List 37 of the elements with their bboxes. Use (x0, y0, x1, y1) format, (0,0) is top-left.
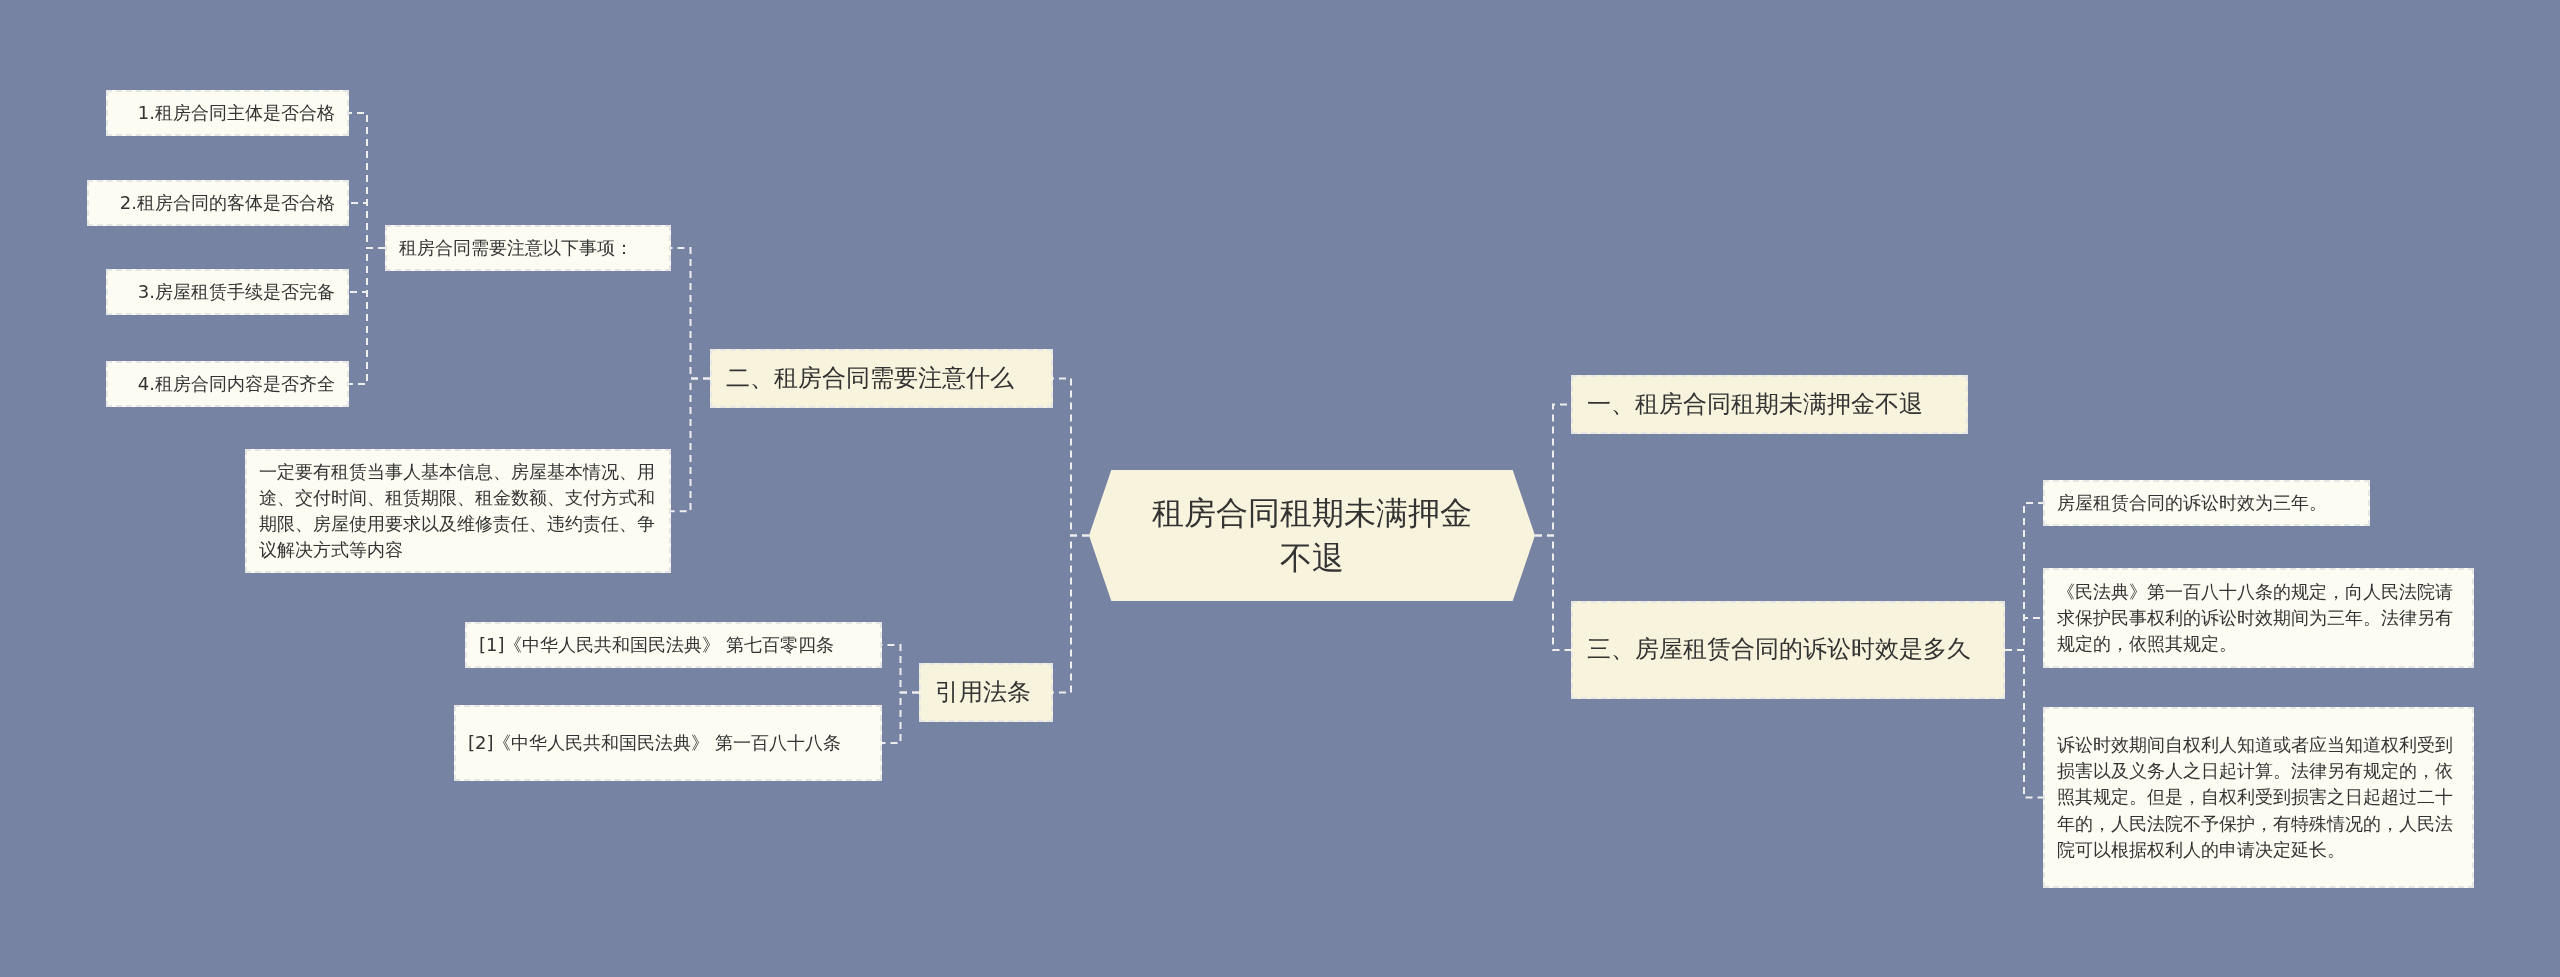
branch-box (919, 663, 1053, 722)
note-box (245, 449, 671, 574)
connector-line (2004, 649, 2044, 799)
branch-text: 二、租房合同需要注意什么 (726, 362, 1014, 394)
connector-line (670, 377, 711, 513)
connector-line (348, 247, 386, 386)
branch-box (710, 349, 1053, 408)
branch-text: 三、房屋租赁合同的诉讼时效是多久 (1587, 634, 1971, 666)
branch-box (1571, 375, 1968, 434)
note-box (106, 269, 349, 316)
topic-title: 租房合同租期未满押金不退 (1151, 492, 1473, 579)
branch-box (1571, 601, 2005, 699)
connector-line (1534, 534, 1572, 651)
note-box (454, 705, 882, 781)
note-box (385, 225, 671, 272)
note-box (465, 622, 882, 669)
note-text: 一定要有租赁当事人基本信息、房屋基本情况、用途、交付时间、租赁期限、租金数额、支付方式和期限、房屋使用要求以及维修责任、违约责任、争议解决方式等内容 (259, 460, 656, 563)
note-box (87, 180, 349, 227)
note-text: 租房合同需要注意以下事项： (399, 236, 633, 260)
note-text: 诉讼时效期间自权利人知道或者应当知道权利受到损害以及义务人之日起计算。法律另有规定的，依照其规定。但是，自权利受到损害之日起超过二十年的，人民法院不予保护，有特殊情况的，人民法院可以根据权利人的申请决定延长。 (2057, 733, 2454, 862)
note-box (106, 90, 349, 137)
connector-line (881, 691, 920, 744)
note-text: [2]《中华人民共和国民法典》 第一百八十八条 (468, 730, 842, 755)
note-box (2043, 568, 2474, 668)
branch-text: 一、租房合同租期未满押金不退 (1587, 388, 1923, 420)
note-text: 4.租房合同内容是否齐全 (137, 372, 335, 396)
note-box (2043, 480, 2370, 527)
note-text: 2.租房合同的客体是否合格 (119, 191, 335, 215)
topic-hexagon (1089, 470, 1535, 601)
note-text: 房屋租赁合同的诉讼时效为三年。 (2057, 491, 2327, 515)
note-text: 1.租房合同主体是否合格 (137, 101, 335, 125)
note-box (106, 361, 349, 408)
note-box (2043, 707, 2474, 888)
note-text: 3.房屋租赁手续是否完备 (137, 280, 335, 304)
note-text: 《民法典》第一百八十八条的规定，向人民法院请求保护民事权利的诉讼时效期间为三年。法律另有规定的，依照其规定。 (2057, 579, 2454, 657)
note-text: [1]《中华人民共和国民法典》 第七百零四条 (479, 633, 835, 657)
branch-text: 引用法条 (935, 676, 1031, 708)
